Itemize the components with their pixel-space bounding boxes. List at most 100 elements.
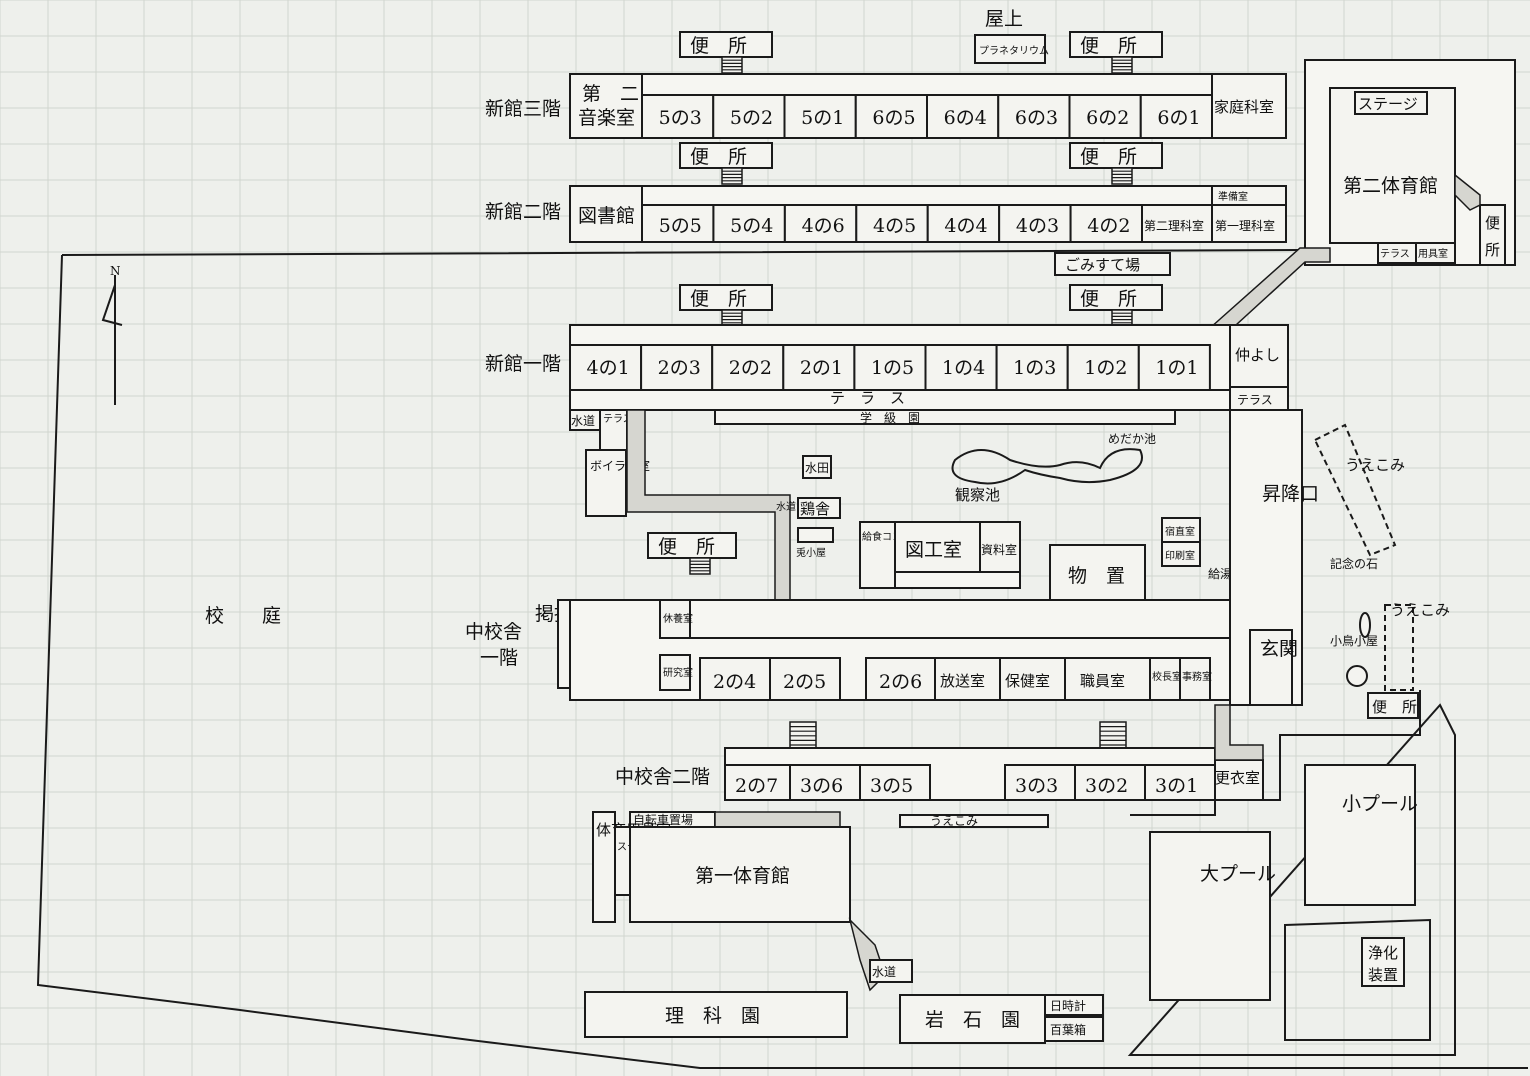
floor3-label: 新館三階 <box>485 98 561 120</box>
stairs <box>1111 56 1133 74</box>
health-room <box>999 657 1066 701</box>
sundial-label: 日時計 <box>1050 998 1086 1013</box>
middle1-classroom-label: 2の5 <box>783 671 826 693</box>
staff-room <box>1064 657 1151 701</box>
floor1-classroom-label: 4の1 <box>587 357 630 379</box>
floor1-classroom-label: 1の5 <box>871 357 914 379</box>
principal-label: 校長室 <box>1152 670 1182 683</box>
toilet-label: 便 所 <box>658 536 715 558</box>
north-label: N <box>110 264 121 278</box>
music-room-2-line2: 音楽室 <box>578 107 635 129</box>
rest-room <box>659 599 691 639</box>
broadcast-label: 放送室 <box>940 672 985 690</box>
middle2-classroom-label: 3の6 <box>800 775 843 797</box>
gym2-toilet <box>1479 204 1506 266</box>
library-room <box>569 185 643 243</box>
gym2-stage <box>1354 91 1428 115</box>
small-pool-label: 小プール <box>1342 793 1418 815</box>
toilet-label: 便 所 <box>1080 35 1137 57</box>
floor3-classroom-label: 5の1 <box>801 107 844 129</box>
schoolyard-boundary <box>36 249 1528 1069</box>
floor1-classroom-room <box>924 344 998 391</box>
middle1-classroom-label: 2の4 <box>713 671 756 693</box>
broadcast-room <box>934 657 1001 701</box>
pool-deck <box>1284 918 1431 1041</box>
flowerbed <box>714 409 1176 425</box>
water-tap-3 <box>869 959 913 983</box>
purifier <box>1361 937 1405 987</box>
gym2-toilet-label: 便所 <box>1485 214 1500 259</box>
medaka-pond-label: めだか池 <box>1108 432 1156 446</box>
floor1-label: 新館一階 <box>485 353 561 375</box>
rock-garden <box>899 994 1046 1044</box>
middle2-classroom-room <box>859 764 931 801</box>
pond-label: 観察池 <box>955 486 1000 504</box>
big-pool <box>1149 831 1271 1001</box>
chicken-coop <box>797 497 841 519</box>
nakayoshi-room <box>1229 324 1289 388</box>
floor3-classroom-room <box>641 94 715 139</box>
middle1-classroom-room <box>769 657 841 701</box>
middle2-classroom-room <box>789 764 861 801</box>
flag-tower <box>557 599 571 689</box>
floor3-classroom-label: 6の5 <box>872 107 915 129</box>
north-arrow: N <box>101 264 123 405</box>
floor2-classroom-room <box>855 204 929 243</box>
storage-label: 物 置 <box>1068 565 1125 587</box>
gym2-equipment <box>1415 242 1456 264</box>
floor3-classroom-label: 6の4 <box>944 107 987 129</box>
east-toilet <box>1367 692 1419 719</box>
water-tap-3-label: 水道 <box>872 965 896 979</box>
rabbit-label: 兎小屋 <box>796 547 826 559</box>
gym2-corridor <box>1208 247 1331 336</box>
floor3-classroom-label: 6の3 <box>1015 107 1058 129</box>
toilet-label: 便 所 <box>690 288 747 310</box>
stairs <box>1111 309 1133 327</box>
planting-vertical <box>1384 604 1414 691</box>
middle2-label: 中校舎二階 <box>615 766 710 788</box>
small-pool <box>1304 764 1416 906</box>
entrance-room <box>1249 629 1293 706</box>
night-duty-room <box>1161 517 1201 543</box>
gym2-stage-label: ステージ <box>1358 95 1418 113</box>
west-terrace <box>599 409 628 451</box>
middle1-classroom-label: 2の6 <box>879 671 922 693</box>
toilet-room <box>1069 31 1163 58</box>
garbage-area <box>1054 252 1171 276</box>
sundial <box>1044 994 1104 1016</box>
toilet-room <box>679 31 773 58</box>
east-toilet-label: 便 所 <box>1372 698 1417 716</box>
floor3-classroom-label: 6の2 <box>1086 107 1129 129</box>
bike-walkway <box>714 811 841 828</box>
gym1-stage <box>614 826 631 896</box>
floor2-classroom-room <box>783 204 858 243</box>
materials-label: 資料室 <box>981 542 1017 557</box>
floor1-classroom-label: 1の4 <box>942 357 985 379</box>
floor2-classroom-room <box>1069 204 1144 243</box>
research-room-label: 研究室 <box>663 666 693 679</box>
research-room <box>659 654 691 691</box>
music-room-2-line1: 第 二 <box>582 83 639 105</box>
office-room <box>1179 657 1211 701</box>
floor1-classroom-room <box>782 344 856 391</box>
stairs <box>721 167 743 185</box>
toilet-label: 便 所 <box>1080 288 1137 310</box>
floor3-classroom-room <box>854 94 928 139</box>
rock-garden-label: 岩 石 園 <box>925 1009 1020 1031</box>
paddy-label: 水田 <box>805 461 829 475</box>
health-label: 保健室 <box>1005 672 1050 690</box>
rooftop-label: 屋上 <box>985 8 1023 30</box>
changing-label: 更衣室 <box>1215 769 1260 787</box>
floor1-classroom-label: 1の1 <box>1155 357 1198 379</box>
memorial-stone <box>1359 612 1371 638</box>
middle2-classroom-label: 3の1 <box>1155 775 1198 797</box>
rabbit-hutch <box>797 527 834 543</box>
floor1-classroom-room <box>569 344 643 391</box>
lift-label: 昇降口 <box>1262 483 1319 505</box>
music-room-2 <box>569 73 643 139</box>
middle2-classroom-room <box>1144 764 1216 801</box>
science-room-1 <box>1211 204 1287 243</box>
night-duty-label: 宿直室 <box>1165 525 1195 538</box>
lunch-container-room <box>859 521 896 589</box>
